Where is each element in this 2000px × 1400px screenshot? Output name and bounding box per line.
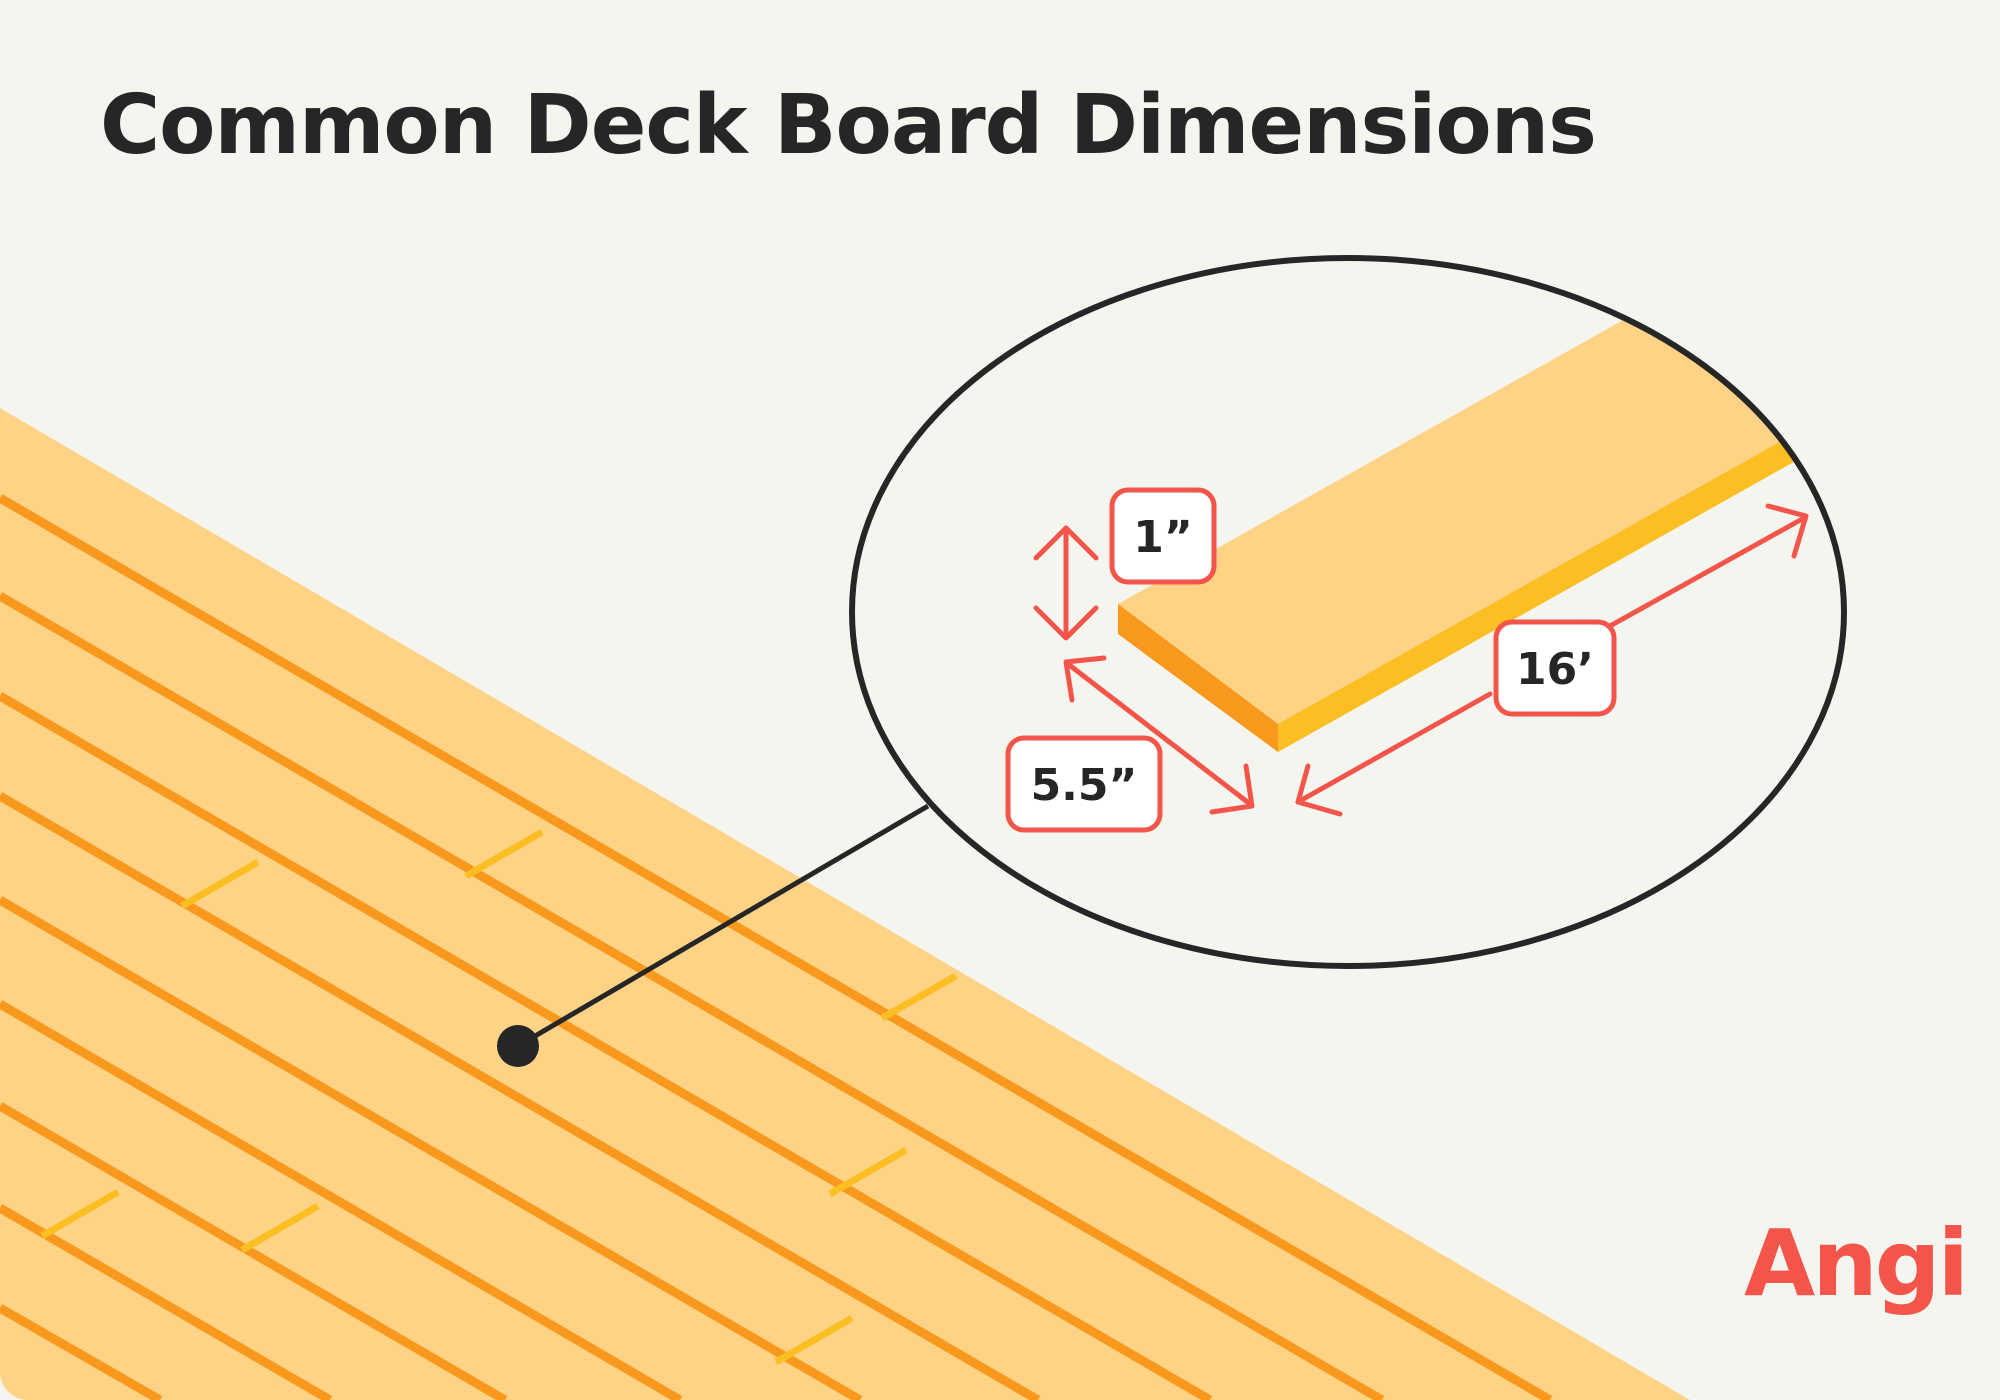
board-top-face — [1118, 288, 1840, 746]
lens-outline — [849, 255, 1847, 969]
svg-text:5.5”: 5.5” — [1031, 760, 1138, 811]
board-front-edge — [1118, 604, 1278, 752]
svg-text:16’: 16’ — [1516, 644, 1594, 695]
deck-surface — [0, 408, 1690, 1400]
board-side-edge — [1278, 408, 1840, 752]
callout-dot — [497, 1025, 539, 1067]
svg-text:1”: 1” — [1133, 512, 1193, 563]
width-label: 5.5” — [1005, 735, 1163, 833]
width-arrow — [1063, 655, 1255, 815]
deck-board-seams — [40, 828, 958, 1366]
board-closeup — [1118, 288, 1840, 752]
callout-pointer — [497, 803, 930, 1067]
deck-board-gaps — [0, 494, 1553, 1400]
dimension-arrows — [1033, 503, 1809, 817]
thickness-label: 1” — [1109, 487, 1217, 585]
dimension-labels: 1” 5.5” 16’ — [1005, 487, 1617, 833]
magnifier-lens — [849, 255, 1847, 969]
length-label: 16’ — [1493, 619, 1617, 717]
page-title: Common Deck Board Dimensions — [100, 78, 1597, 173]
brand-logo: Angi — [1744, 1210, 1969, 1317]
thickness-arrow — [1033, 525, 1099, 641]
length-arrow — [1295, 503, 1809, 817]
